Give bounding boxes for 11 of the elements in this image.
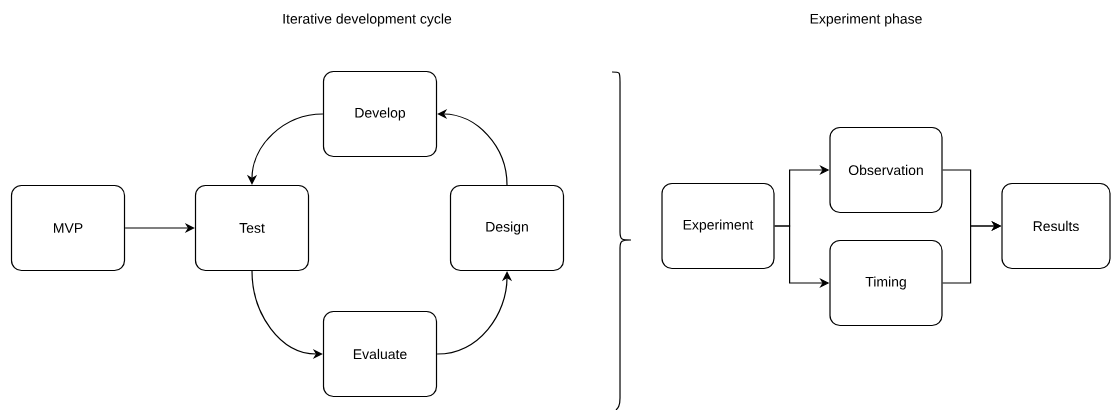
process-box: Timing [829,239,943,327]
process-box: Evaluate [322,310,438,398]
process-box: Design [449,184,565,272]
process-box: Test [194,184,310,272]
section-heading: Iterative development cycle [283,13,452,27]
process-box: MVP [10,184,126,272]
process-box: Develop [322,70,438,158]
section-heading: Experiment phase [810,13,922,27]
process-box: Results [1001,182,1111,270]
process-box: Experiment [661,182,775,270]
process-box: Observation [829,126,943,214]
